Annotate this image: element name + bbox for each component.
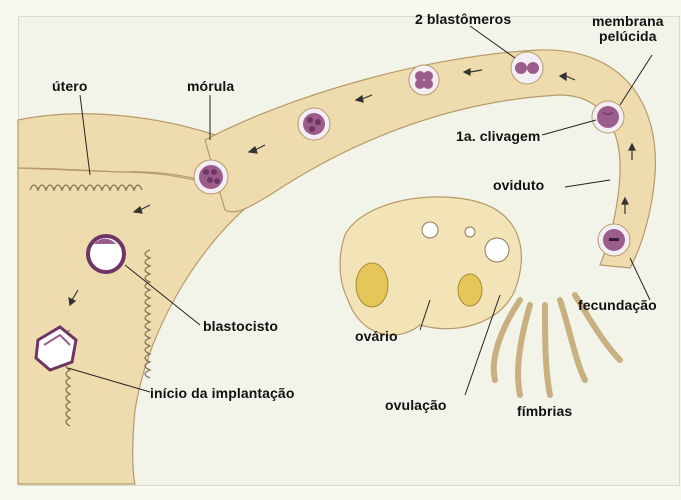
leader-blastomeros [470, 26, 515, 58]
label-fimbrias: fímbrias [517, 403, 572, 419]
label-membrana-line1: membrana [592, 14, 664, 29]
label-ovario: ovário [355, 328, 398, 344]
label-2-blastomeros: 2 blastômeros [415, 11, 511, 27]
embryo-eight-cells [298, 108, 330, 140]
follicle [422, 222, 438, 238]
label-inicio-da-implantacao: início da implantação [150, 385, 294, 401]
embryo-first-cleavage [592, 101, 624, 133]
follicle [465, 227, 475, 237]
leader-fecundacao [630, 258, 650, 300]
embryo-two-blastomeres [511, 52, 543, 84]
follicle [458, 274, 482, 306]
embryo-four-cells [409, 65, 439, 95]
label-1a-clivagem: 1a. clivagem [456, 128, 540, 144]
label-blastocisto: blastocisto [203, 318, 278, 334]
follicle [356, 263, 388, 307]
label-morula: mórula [187, 78, 234, 94]
label-ovulacao: ovulação [385, 397, 447, 413]
embryo-morula [194, 160, 228, 194]
leader-oviduto [565, 180, 610, 187]
embryo-fecundation [598, 224, 630, 256]
label-fecundacao: fecundação [578, 297, 657, 313]
leader-clivagem [542, 120, 596, 135]
label-membrana-pelucida: membrana pelúcida [592, 14, 664, 44]
follicle [485, 238, 509, 262]
label-membrana-line2: pelúcida [592, 29, 664, 44]
label-oviduto: oviduto [493, 177, 544, 193]
label-utero: útero [52, 78, 88, 94]
embryo-blastocyst [88, 236, 124, 272]
